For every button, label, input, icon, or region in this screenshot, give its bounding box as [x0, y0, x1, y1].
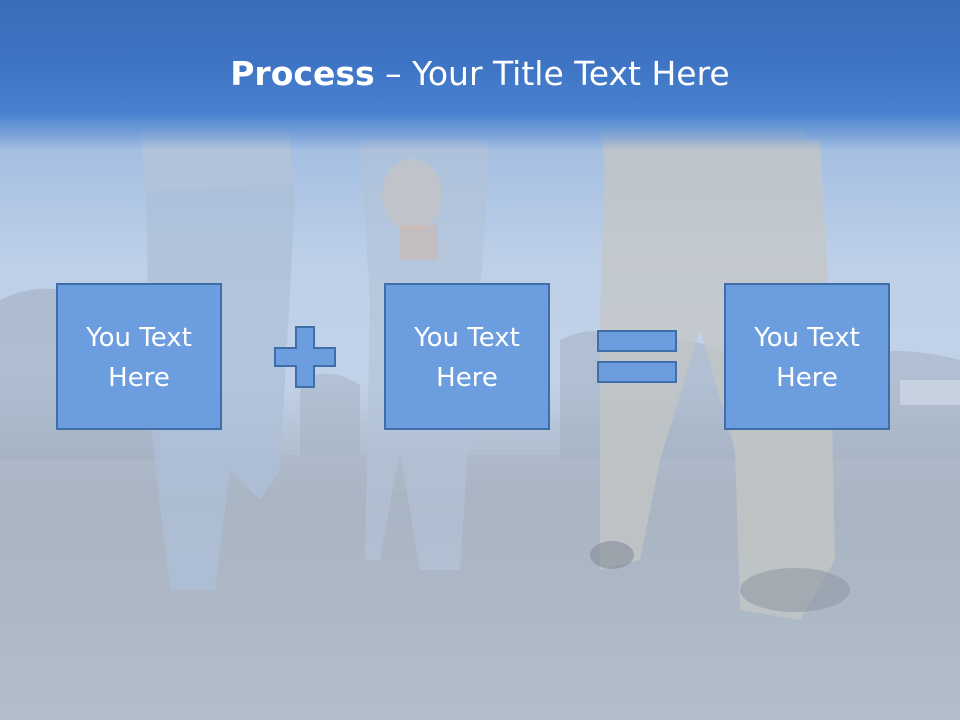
equals-icon — [597, 330, 677, 383]
process-box-1[interactable]: You Text Here — [56, 283, 222, 430]
title-bold: Process — [230, 54, 375, 93]
title-bar — [0, 0, 960, 150]
process-box-3[interactable]: You Text Here — [724, 283, 890, 430]
process-box-2[interactable]: You Text Here — [384, 283, 550, 430]
title-rest: – Your Title Text Here — [374, 54, 730, 93]
slide-title[interactable]: Process – Your Title Text Here — [0, 52, 960, 96]
plus-icon — [274, 326, 336, 388]
